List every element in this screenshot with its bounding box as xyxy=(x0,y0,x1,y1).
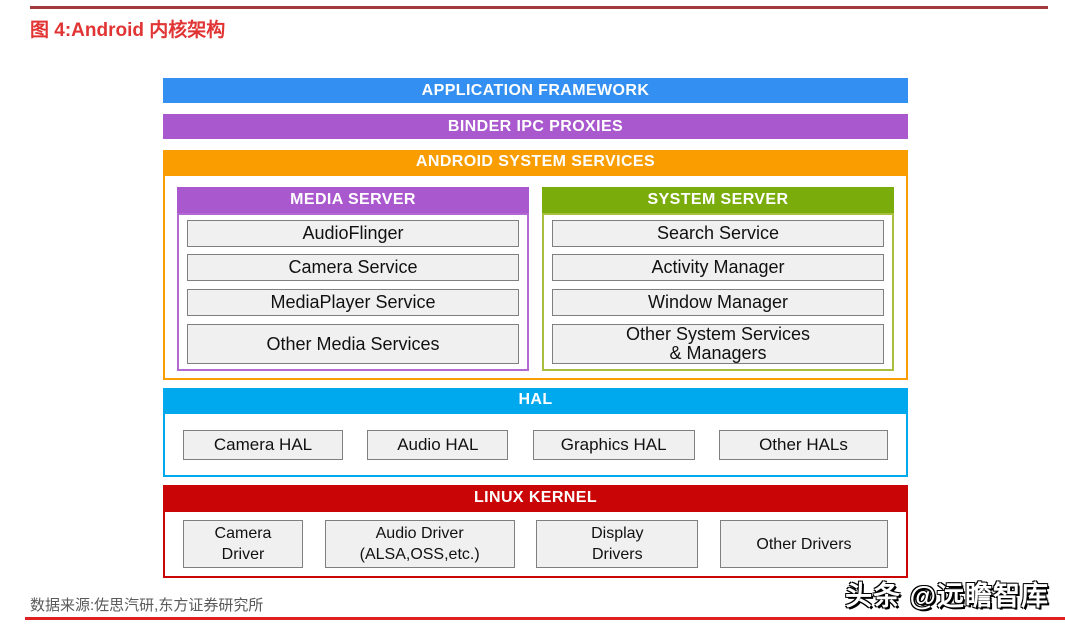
service-box-mediaplayer-service: MediaPlayer Service xyxy=(187,289,519,317)
hal-header: HAL xyxy=(163,388,908,412)
hal-box-graphics: Graphics HAL xyxy=(532,429,695,460)
media-server-body: AudioFlinger Camera Service MediaPlayer … xyxy=(177,212,529,371)
layer-binder-ipc-proxies: BINDER IPC PROXIES xyxy=(163,114,908,139)
hal-box-other: Other HALs xyxy=(718,429,888,460)
watermark-text: 头条 @远瞻智库 xyxy=(845,581,1049,611)
layer-hal: HAL Camera HAL Audio HAL Graphics HAL Ot… xyxy=(163,388,908,477)
media-server-header: MEDIA SERVER xyxy=(177,187,529,213)
service-box-other-media-services: Other Media Services xyxy=(187,324,519,364)
service-box-audioflinger: AudioFlinger xyxy=(187,219,519,247)
hal-body: Camera HAL Audio HAL Graphics HAL Other … xyxy=(163,412,908,477)
android-system-services-header: ANDROID SYSTEM SERVICES xyxy=(163,150,908,174)
figure-title: 图 4:Android 内核架构 xyxy=(30,20,226,41)
driver-box-display: Display Drivers xyxy=(536,520,699,568)
android-system-services-body: MEDIA SERVER AudioFlinger Camera Service… xyxy=(163,174,908,380)
service-box-window-manager: Window Manager xyxy=(552,289,884,317)
bottom-rule xyxy=(25,617,1065,620)
system-server-body: Search Service Activity Manager Window M… xyxy=(542,212,894,371)
layer-android-system-services: ANDROID SYSTEM SERVICES MEDIA SERVER Aud… xyxy=(163,150,908,380)
layer-application-framework: APPLICATION FRAMEWORK xyxy=(163,78,908,103)
system-server-header: SYSTEM SERVER xyxy=(542,187,894,213)
top-rule xyxy=(30,6,1048,9)
service-box-search-service: Search Service xyxy=(552,219,884,247)
service-box-other-system-services: Other System Services & Managers xyxy=(552,324,884,364)
driver-box-other: Other Drivers xyxy=(719,520,888,568)
linux-kernel-body: Camera Driver Audio Driver (ALSA,OSS,etc… xyxy=(163,510,908,578)
media-server-panel: MEDIA SERVER AudioFlinger Camera Service… xyxy=(177,187,529,371)
service-box-activity-manager: Activity Manager xyxy=(552,254,884,282)
android-architecture-diagram: APPLICATION FRAMEWORK BINDER IPC PROXIES… xyxy=(163,78,908,578)
layer-linux-kernel: LINUX KERNEL Camera Driver Audio Driver … xyxy=(163,485,908,578)
driver-box-audio: Audio Driver (ALSA,OSS,etc.) xyxy=(324,520,515,568)
system-server-panel: SYSTEM SERVER Search Service Activity Ma… xyxy=(542,187,894,371)
driver-box-camera: Camera Driver xyxy=(183,520,303,568)
source-text: 数据来源:佐思汽研,东方证券研究所 xyxy=(30,597,264,614)
service-box-camera-service: Camera Service xyxy=(187,254,519,282)
hal-box-audio: Audio HAL xyxy=(367,429,509,460)
linux-kernel-header: LINUX KERNEL xyxy=(163,485,908,510)
hal-box-camera: Camera HAL xyxy=(183,429,343,460)
